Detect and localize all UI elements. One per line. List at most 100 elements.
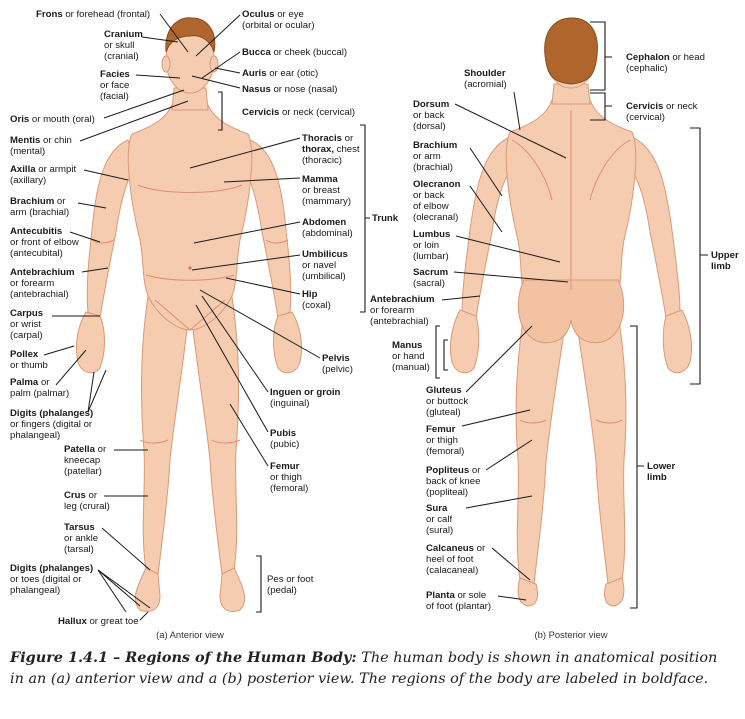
caption-text: The human body is shown in anatomical po… xyxy=(10,650,718,687)
leader-digits-hand-1 xyxy=(87,369,107,413)
leader-hip xyxy=(225,277,301,295)
label-hallux: Hallux or great toe xyxy=(58,616,139,627)
posterior-view-label: (b) Posterior view xyxy=(535,629,608,640)
leader-digits-foot-1 xyxy=(97,569,141,607)
leader-facies xyxy=(135,74,181,79)
leader-antecubitis xyxy=(69,231,101,243)
leader-sacrum xyxy=(453,271,569,283)
anterior-right-arm xyxy=(86,139,137,319)
anterior-leader-lines xyxy=(43,13,321,621)
label-sacrum: Sacrum(sacral) xyxy=(413,267,448,289)
leader-digits-foot-2 xyxy=(97,569,151,609)
label-mentis: Mentis or chin(mental) xyxy=(10,135,72,157)
leader-dorsum xyxy=(454,103,567,159)
leader-pubis xyxy=(195,304,269,433)
label-shoulder: Shoulder(acromial) xyxy=(464,68,507,90)
leader-popliteus xyxy=(485,439,533,471)
label-trunk: Trunk xyxy=(372,213,399,224)
label-pes: Pes or foot(pedal) xyxy=(267,574,314,596)
posterior-right-hand xyxy=(662,309,693,374)
bracket-cephalon xyxy=(590,21,612,91)
anterior-navel xyxy=(188,266,192,270)
leader-umbilicus xyxy=(191,254,301,271)
anterior-chest-line xyxy=(137,184,243,193)
posterior-left-hand xyxy=(449,309,480,374)
label-pubis: Pubis(pubic) xyxy=(270,428,299,450)
figure-caption: Figure 1.4.1 – Regions of the Human Body… xyxy=(10,647,735,690)
anterior-left-foot xyxy=(219,567,246,612)
label-oculus: Oculus or eye(orbital or ocular) xyxy=(242,9,315,31)
bracket-upper-limb xyxy=(690,127,708,385)
leader-oculus xyxy=(195,14,241,57)
bracket-manus-left xyxy=(435,325,440,379)
label-cephalon: Cephalon or head(cephalic) xyxy=(626,52,705,74)
caption-title: Figure 1.4.1 – Regions of the Human Body… xyxy=(10,649,357,666)
bracket-manus-right xyxy=(443,339,448,371)
label-cervicis-posterior: Cervicis or neck(cervical) xyxy=(626,101,698,123)
label-bucca: Bucca or cheek (buccal) xyxy=(242,47,347,58)
label-nasus: Nasus or nose (nasal) xyxy=(242,84,337,95)
leader-digits-hand-2 xyxy=(87,371,95,413)
leader-antebrachium xyxy=(81,267,109,273)
leader-inguen xyxy=(201,295,269,393)
leader-calcaneus xyxy=(491,547,531,581)
leader-brachium xyxy=(77,202,107,209)
leader-olecranon xyxy=(469,185,503,233)
leader-hallux xyxy=(139,611,149,621)
posterior-left-scapula-line xyxy=(511,139,553,201)
bracket-anterior-neck xyxy=(218,91,223,131)
anterior-right-knee-line xyxy=(139,439,169,444)
posterior-left-knee-line xyxy=(519,419,547,424)
leader-cranium xyxy=(141,36,179,43)
leader-planta xyxy=(497,595,527,601)
anterior-groin-line xyxy=(154,299,226,331)
anterior-right-elbow-line xyxy=(91,239,115,244)
posterior-leader-lines xyxy=(441,91,569,601)
label-frons: Frons or forehead (frontal) xyxy=(36,9,150,20)
leader-digits-foot-3 xyxy=(97,569,127,613)
posterior-figure xyxy=(449,17,693,607)
bracket-cervicis-posterior xyxy=(590,92,612,121)
label-pelvis: Pelvis(pelvic) xyxy=(322,353,353,375)
leader-femur xyxy=(229,403,269,467)
leader-abdomen xyxy=(193,221,301,244)
leader-lumbus xyxy=(455,235,561,263)
leader-auris xyxy=(214,67,241,74)
leader-brachium-posterior xyxy=(469,147,503,197)
bracket-pes xyxy=(256,555,262,613)
anterior-right-hand xyxy=(75,311,105,374)
anterior-left-knee-line xyxy=(211,439,241,444)
leader-palma xyxy=(55,349,87,386)
leader-shoulder xyxy=(513,91,521,131)
leader-oris xyxy=(103,89,185,119)
posterior-right-knee-line xyxy=(595,419,623,424)
leader-femur-posterior xyxy=(461,409,531,427)
leader-frons xyxy=(159,13,189,53)
posterior-buttocks xyxy=(517,279,625,344)
leader-tarsus xyxy=(101,527,151,571)
leader-gluteus xyxy=(465,325,533,393)
